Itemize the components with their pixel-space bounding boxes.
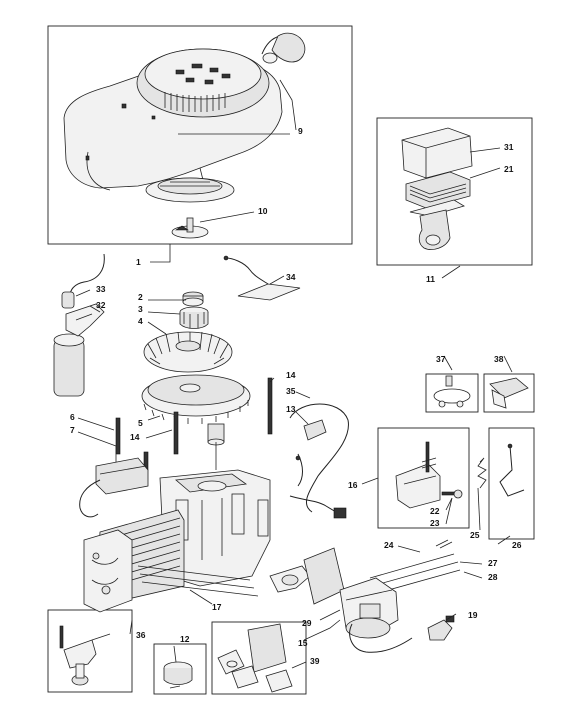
callout-5: 5	[138, 418, 143, 428]
starter-cup	[179, 306, 209, 329]
intake-gasket	[269, 565, 311, 593]
cylinder-head	[83, 529, 133, 613]
callout-4: 4	[138, 316, 143, 326]
spark-plug-cap	[61, 253, 105, 309]
callout-9: 9	[298, 126, 303, 136]
gasket-set-frame	[211, 621, 307, 695]
governor-bolts	[173, 377, 273, 470]
flywheel-nut	[182, 291, 204, 307]
cooling-fan	[143, 331, 233, 373]
recoil-cup-12	[163, 661, 193, 689]
callout-26: 26	[512, 540, 522, 550]
governor-rod-frame	[488, 427, 535, 540]
drain-valve	[427, 615, 455, 641]
callout-19: 19	[468, 610, 478, 620]
flywheel	[141, 374, 251, 424]
mounting-bracket	[489, 377, 529, 409]
air-filter-assembly-frame	[376, 117, 533, 266]
callout-36: 36	[136, 630, 146, 640]
heat-shield	[303, 547, 345, 605]
starter-pull-handle	[261, 32, 306, 64]
callout-39: 39	[310, 656, 320, 666]
kill-switch-bracket	[303, 419, 327, 441]
callout-31: 31	[504, 142, 514, 152]
callout-13: 13	[286, 404, 296, 414]
engine-block	[159, 469, 271, 587]
starter-motor	[53, 303, 105, 397]
throttle-bracket-frame	[47, 609, 133, 693]
leader-lines	[75, 79, 513, 669]
callout-38: 38	[494, 354, 504, 364]
air-filter-cover	[401, 127, 473, 179]
callout-2: 2	[138, 292, 143, 302]
starter-pawl-screw	[171, 217, 209, 239]
fuel-pump-frame	[425, 373, 479, 413]
gasket-set	[217, 623, 293, 693]
callout-28: 28	[488, 572, 498, 582]
callout-35: 35	[286, 386, 296, 396]
callout-25: 25	[470, 530, 480, 540]
governor-spring	[477, 457, 487, 489]
callout-16: 16	[348, 480, 358, 490]
push-rods	[137, 565, 259, 597]
callout-29: 29	[302, 618, 312, 628]
callout-37: 37	[436, 354, 446, 364]
callout-1: 1	[136, 257, 141, 267]
starter-pulley	[145, 177, 235, 203]
callout-14a: 14	[286, 370, 296, 380]
callout-15: 15	[298, 638, 308, 648]
flywheel-key	[223, 255, 301, 301]
bracket-frame	[483, 373, 535, 413]
callout-32: 32	[96, 300, 106, 310]
air-filter-base	[409, 199, 465, 250]
callout-7: 7	[70, 425, 75, 435]
starter-cup-frame	[153, 643, 207, 695]
callout-22: 22	[430, 506, 440, 516]
callout-21: 21	[504, 164, 514, 174]
fuel-pump	[433, 375, 471, 408]
callout-23: 23	[430, 518, 440, 528]
callout-33: 33	[96, 284, 106, 294]
fuel-line	[349, 623, 413, 653]
governor-lever	[395, 441, 463, 509]
air-filter-element	[405, 171, 471, 209]
throttle-bracket	[59, 625, 111, 686]
recoil-starter-housing	[63, 48, 283, 195]
carburetor	[339, 577, 399, 639]
callout-11: 11	[426, 274, 435, 284]
callout-27: 27	[488, 558, 498, 568]
callout-14b: 14	[130, 432, 140, 442]
callout-12: 12	[180, 634, 190, 644]
callout-34: 34	[286, 272, 296, 282]
wiring-harness	[289, 403, 349, 519]
governor-rod	[499, 443, 525, 497]
callout-3: 3	[138, 304, 143, 314]
starter-assembly-frame	[47, 25, 353, 245]
callout-labels: 1 2 3 4 5 6 7 9 10 11 12 13 14 14 15 16 …	[70, 126, 522, 666]
callout-10: 10	[258, 206, 268, 216]
ignition-coil	[79, 417, 149, 518]
callout-24: 24	[384, 540, 394, 550]
callout-17: 17	[212, 602, 222, 612]
callout-6: 6	[70, 412, 75, 422]
